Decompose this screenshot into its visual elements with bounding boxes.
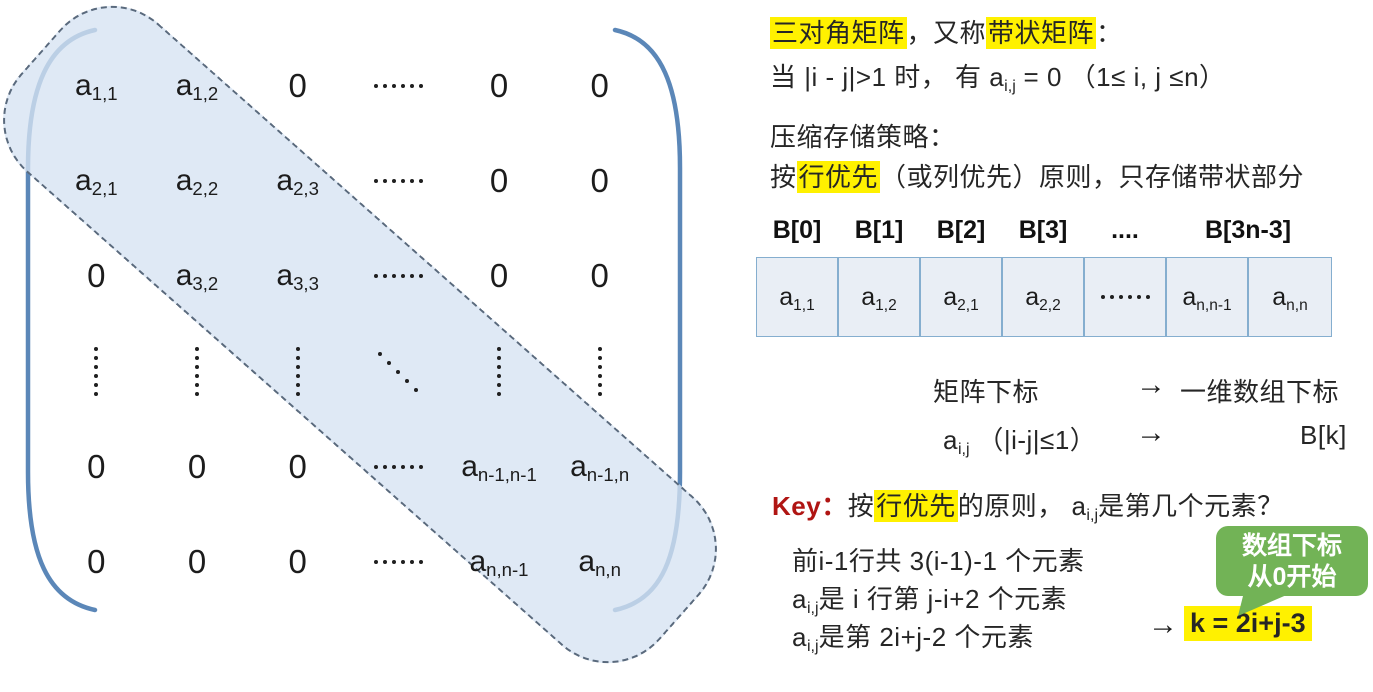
- matrix-cell: a3,3: [276, 259, 319, 295]
- derivation-line-3: ai,j是第 2i+j-2 个元素: [792, 622, 1034, 655]
- matrix-subscript-label: 矩阵下标: [933, 377, 1040, 407]
- matrix-cell: [247, 324, 348, 419]
- array-index-header: B[2]: [936, 215, 986, 244]
- matrix-cell: 0: [87, 257, 106, 295]
- derivation-block: 前i-1行共 3(i-1)-1 个元素 ai,j是 i 行第 j-i+2 个元素…: [792, 542, 1085, 656]
- matrix-cell: 0: [590, 257, 609, 295]
- matrix-cell: 0: [288, 543, 307, 581]
- array-index-header: B[3]: [1018, 215, 1068, 244]
- note-bubble-line-2: 从0开始: [1247, 563, 1337, 591]
- matrix-cell: an-1,n-1: [461, 449, 537, 485]
- matrix-cell: [348, 133, 449, 228]
- definition-line: 当 |i - j|>1 时， 有 ai,j = 0 （1≤ i, j ≤n）: [770, 62, 1226, 95]
- matrix-cell: 0: [87, 543, 106, 581]
- matrix-cell: a2,3: [276, 163, 319, 199]
- matrix-cell: 0: [187, 447, 207, 485]
- matrix-cell: 0: [187, 543, 207, 581]
- title-line: 三对角矩阵，又称带状矩阵：: [770, 17, 1123, 49]
- matrix-cell: [348, 229, 449, 324]
- key-question: Key：按行优先的原则， ai,j是第几个元素？: [772, 490, 1284, 524]
- derivation-line-1: 前i-1行共 3(i-1)-1 个元素: [792, 546, 1085, 576]
- array-cell: a1,2: [839, 258, 921, 336]
- derivation-line-2: ai,j是 i 行第 j-i+2 个元素: [792, 584, 1068, 617]
- matrix-cell: [348, 38, 449, 133]
- matrix-cell: [46, 324, 147, 419]
- matrix-cell: [348, 324, 449, 419]
- matrix-cell: a2,2: [175, 163, 219, 199]
- array-subscript-label: 一维数组下标: [1180, 377, 1340, 407]
- matrix-cell: [549, 324, 650, 419]
- matrix-cell: 0: [87, 447, 106, 485]
- array-cell: a2,1: [921, 258, 1003, 336]
- matrix-cell: 0: [489, 161, 509, 199]
- note-bubble-line-1: 数组下标: [1241, 532, 1342, 560]
- bk-label: B[k]: [1300, 420, 1347, 450]
- array-index-header: ....: [1111, 215, 1139, 244]
- matrix-cell: a1,1: [75, 68, 118, 104]
- matrix-cell: a2,1: [75, 163, 118, 199]
- array-cell: an,n-1: [1167, 258, 1249, 336]
- storage-strategy-label: 压缩存储策略：: [770, 122, 956, 152]
- array-index-header: B[0]: [772, 215, 822, 244]
- matrix-grid: a1,1 a1,2 0 0 0 a2,1 a2,2 a2,3 0 0 0 a3,2 a3,3 0 0 0 0 0 a…: [46, 38, 650, 610]
- matrix-cell: a3,2: [175, 259, 219, 295]
- array-cell: a2,2: [1003, 258, 1085, 336]
- matrix-cell: [348, 515, 449, 610]
- matrix-cell: [147, 324, 248, 419]
- matrix-cell: [348, 419, 449, 514]
- matrix-cell: 0: [489, 257, 509, 295]
- array-cell: an,n: [1272, 282, 1308, 314]
- matrix-cell: 0: [590, 161, 609, 199]
- array-cell: a1,1: [757, 258, 839, 336]
- array-cell: [1085, 258, 1167, 336]
- matrix-cell: [449, 324, 550, 419]
- matrix-cell: 0: [590, 66, 609, 104]
- matrix-cell: an,n: [578, 545, 621, 581]
- mapping-arrow-2: →: [1136, 416, 1166, 449]
- matrix-cell: an-1,n: [570, 449, 630, 485]
- matrix-cell: an,n-1: [469, 545, 529, 581]
- result-formula: k = 2i+j-3: [1184, 606, 1312, 641]
- element-condition: ai,j （|i-j|≤1）: [943, 425, 1097, 458]
- matrix-cell: a1,2: [175, 68, 219, 104]
- matrix-figure: a1,1 a1,2 0 0 0 a2,1 a2,2 a2,3 0 0 0 a3,2 a3,3 0 0 0 0 0 a…: [0, 0, 746, 692]
- array-index-header: B[3n-3]: [1204, 215, 1292, 244]
- matrix-cell: 0: [489, 66, 509, 104]
- array-index-headers: B[0] B[1] B[2] B[3].... B[3n-3]: [756, 211, 1330, 249]
- mapping-arrow-1: →: [1136, 368, 1166, 401]
- result-arrow: →: [1148, 608, 1178, 641]
- note-bubble: 数组下标 从0开始: [1216, 526, 1368, 596]
- matrix-cell: 0: [288, 447, 307, 485]
- matrix-cell: 0: [288, 66, 307, 104]
- storage-strategy-detail: 按行优先（或列优先）原则，只存储带状部分: [770, 161, 1305, 193]
- array-index-header: B[1]: [854, 215, 904, 244]
